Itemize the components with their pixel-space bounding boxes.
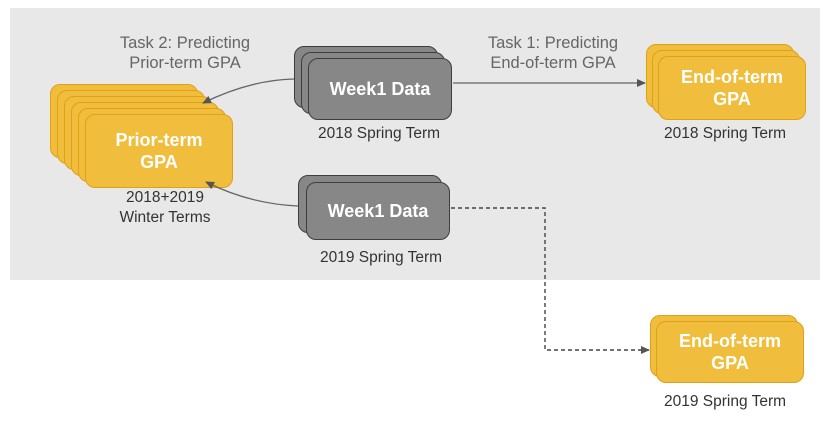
week1-data-2019-label: Week1 Data xyxy=(327,201,429,221)
arrow-task2-2019 xyxy=(205,181,299,207)
week1-data-2019-caption: 2019 Spring Term xyxy=(319,249,443,266)
prior-term-gpa-card-front xyxy=(85,114,233,188)
week1-data-2019-card-front xyxy=(306,182,450,240)
eot-gpa-2018-caption: 2018 Spring Term xyxy=(663,125,787,142)
eot-gpa-2019-card-front xyxy=(656,321,804,383)
arrow-task2-2018 xyxy=(202,78,295,104)
week1-data-2018-card-front xyxy=(308,58,452,120)
eot-gpa-2019-caption: 2019 Spring Term xyxy=(663,393,787,410)
eot-gpa-2018-card-front xyxy=(658,56,806,120)
week1-data-2018-caption: 2018 Spring Term xyxy=(317,125,441,142)
arrow-eval-2019 xyxy=(451,207,650,354)
week1-data-2018-label: Week1 Data xyxy=(329,79,431,99)
